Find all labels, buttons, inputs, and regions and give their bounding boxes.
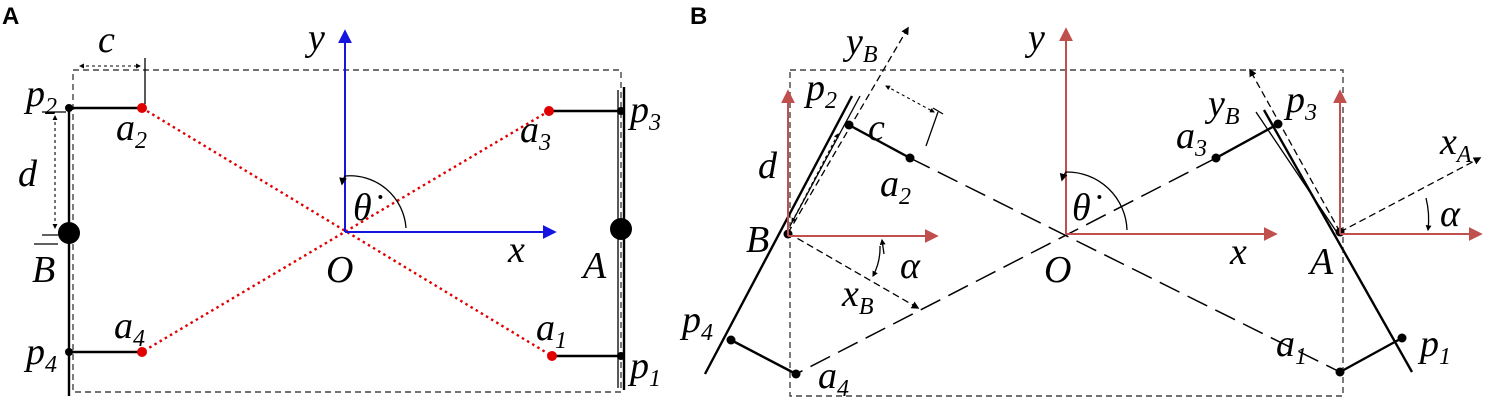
panel-a-point-a4	[137, 347, 147, 357]
panel-a-point-p3	[617, 107, 625, 115]
panel-a-theta-arc	[339, 175, 407, 229]
panel-b-label-p4: p4	[679, 299, 713, 346]
panel-b-label-d: d	[758, 145, 778, 187]
panel-a-label-a1: a1	[536, 307, 567, 354]
panel-b-left-bar-inner	[789, 95, 861, 227]
panel-b-label-theta: θ̇	[1072, 187, 1102, 229]
panel-a-wheel-b	[58, 222, 80, 244]
panel-a-label-a4: a4	[114, 305, 145, 352]
panel-a-point-a3	[544, 106, 554, 116]
panel-b-point-p3	[1273, 119, 1283, 129]
panel-b-point-p1	[1397, 333, 1407, 343]
panel-b-label-yb-left: yB	[842, 21, 878, 68]
panel-b-label-p1: p1	[1417, 323, 1451, 370]
panel-b-xa-axis	[1339, 157, 1482, 233]
panel-a-point-p1	[617, 352, 625, 360]
panel-a-label-b: B	[32, 249, 55, 291]
panel-b-label-a4: a4	[818, 355, 849, 400]
panel-b-diagonal-a3-a4	[795, 157, 1217, 375]
panel-b-d-dimension	[791, 133, 839, 223]
panel-a-wheel-a	[610, 218, 632, 240]
panel-b-label-a: A	[1307, 241, 1334, 283]
panel-b-alpha-arc-right	[1425, 197, 1432, 232]
panel-a-point-a1	[547, 351, 557, 361]
panel-b-label-a2: a2	[880, 163, 911, 210]
panel-b-label-p3: p3	[1283, 79, 1317, 126]
panel-b-label-a1: a1	[1276, 323, 1307, 370]
panel-a-letter: A	[2, 3, 19, 30]
panel-b-label-p2: p2	[803, 67, 837, 114]
panel-b-right-bar-inner	[1255, 111, 1339, 235]
panel-b-arm-p2	[848, 123, 911, 160]
panel-a-label-x: x	[507, 229, 525, 271]
panel-b-label-xa: xA	[1439, 121, 1472, 168]
panel-b-label-b: B	[746, 219, 769, 261]
panel-b-label-xb: xB	[841, 273, 874, 320]
panel-a-diagonal-a2-a1	[141, 106, 553, 358]
panel-b-right-bar	[1262, 109, 1414, 373]
panel-b-arm-p3	[1215, 122, 1279, 160]
panel-b-label-a3: a3	[1176, 115, 1207, 162]
panel-b-c-extension	[932, 107, 944, 115]
panel-b-point-a4	[791, 369, 801, 379]
panel-a-label-p3: p3	[627, 89, 661, 136]
panel-a-label-c: c	[98, 19, 115, 61]
panel-b-label-c: c	[868, 107, 885, 149]
panel-b-letter: B	[690, 3, 707, 30]
panel-a-label-o: O	[326, 249, 353, 291]
panel-a-label-d: d	[18, 153, 38, 195]
panel-a-label-theta: θ̇	[353, 187, 383, 229]
panel-b-alpha-tick-left	[879, 238, 886, 255]
panel-b-diagonal-a2-a1	[909, 157, 1341, 373]
panel-b-arm-p1	[1339, 336, 1403, 374]
panel-b-arm-p4	[730, 338, 797, 376]
panel-a-label-p4: p4	[23, 331, 57, 378]
panel-b-theta-arc	[1059, 171, 1128, 231]
panel-b-alpha-arc-left	[872, 245, 881, 278]
panel-b-point-a1	[1335, 367, 1345, 377]
panel-a-point-p2	[65, 104, 73, 112]
panel-a-dashed-frame	[72, 69, 622, 393]
panel-b-point-a3	[1211, 153, 1221, 163]
panel-a-label-a3: a3	[520, 109, 551, 156]
panel-b-yb-right-axis	[1249, 68, 1341, 233]
panel-b-label-yb-right: yB	[1204, 83, 1240, 130]
panel-b-c-dimension	[885, 85, 935, 113]
panel-b-point-a2	[905, 153, 915, 163]
panel-a-label-y: y	[304, 17, 325, 59]
panel-b-label-alpha-right: α	[1440, 193, 1461, 235]
panel-a: A c d	[2, 3, 661, 396]
panel-a-point-a2	[137, 103, 147, 113]
panel-b-label-x: x	[1229, 231, 1247, 273]
panel-a-label-p2: p2	[23, 73, 57, 120]
panel-b-label-o: O	[1044, 249, 1071, 291]
panel-b-c-extension-2	[925, 111, 939, 147]
panel-b-label-alpha-left: α	[900, 245, 921, 287]
panel-b-label-y: y	[1024, 17, 1045, 59]
panel-b: B	[679, 3, 1483, 400]
panel-b-point-p4	[726, 335, 736, 345]
panel-a-diagonal-a3-a4	[141, 109, 550, 354]
panel-a-label-a2: a2	[116, 107, 147, 154]
panel-a-label-a: A	[580, 245, 607, 287]
panel-b-point-p2	[844, 120, 854, 130]
panel-a-point-p4	[65, 348, 73, 356]
panel-b-xb-axis	[787, 232, 920, 309]
panel-a-label-p1: p1	[627, 345, 661, 392]
